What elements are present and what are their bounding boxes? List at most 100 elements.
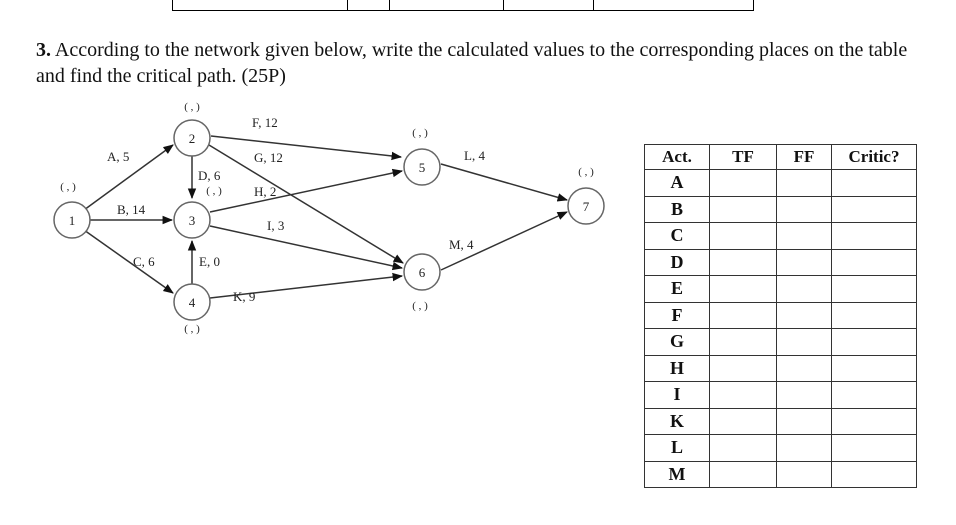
question-text: 3. According to the network given below,…	[36, 37, 916, 89]
activity-A-label: A, 5	[107, 149, 129, 164]
ff-cell[interactable]	[776, 275, 832, 303]
activity-cell: B	[644, 195, 710, 223]
activity-cell: F	[644, 301, 710, 329]
critic-cell[interactable]	[831, 407, 917, 435]
table-row: H	[644, 354, 917, 382]
table-row: C	[644, 222, 917, 250]
tf-cell[interactable]	[709, 275, 777, 303]
tf-cell[interactable]	[709, 195, 777, 223]
activity-cell: E	[644, 275, 710, 303]
ff-cell[interactable]	[776, 381, 832, 409]
header-tf: TF	[709, 144, 777, 170]
node-2-circle	[173, 119, 211, 157]
header-critic: Critic?	[831, 144, 917, 170]
node-1-circle	[53, 201, 91, 239]
node-3-label: 3	[189, 213, 196, 228]
table-row: D	[644, 248, 917, 276]
critic-cell[interactable]	[831, 301, 917, 329]
activity-C-label: C, 6	[133, 254, 155, 269]
tf-cell[interactable]	[709, 407, 777, 435]
node-3-circle	[173, 201, 211, 239]
node-2-label: 2	[189, 131, 196, 146]
node-6-label: 6	[419, 265, 426, 280]
tf-cell[interactable]	[709, 169, 777, 197]
ff-cell[interactable]	[776, 169, 832, 197]
activity-cell: H	[644, 354, 710, 382]
critic-cell[interactable]	[831, 248, 917, 276]
critic-cell[interactable]	[831, 328, 917, 356]
activity-M-label: M, 4	[449, 237, 474, 252]
tf-cell[interactable]	[709, 222, 777, 250]
edge-I	[209, 225, 404, 271]
ff-cell[interactable]	[776, 328, 832, 356]
edge-L	[440, 163, 569, 202]
activity-E-label: E, 0	[199, 254, 220, 269]
header-ff: FF	[776, 144, 832, 170]
ff-cell[interactable]	[776, 460, 832, 488]
critic-cell[interactable]	[831, 434, 917, 462]
node-5-circle	[403, 148, 441, 186]
tf-cell[interactable]	[709, 301, 777, 329]
critic-cell[interactable]	[831, 381, 917, 409]
tf-cell[interactable]	[709, 328, 777, 356]
table-row: L	[644, 434, 917, 462]
critic-cell[interactable]	[831, 275, 917, 303]
node-1-label: 1	[69, 213, 76, 228]
table-header-row: Act. TF FF Critic?	[644, 144, 917, 170]
node-7-circle	[567, 187, 605, 225]
activity-G-label: G, 12	[254, 150, 283, 165]
table-row: E	[644, 275, 917, 303]
ff-cell[interactable]	[776, 354, 832, 382]
critic-cell[interactable]	[831, 195, 917, 223]
node-4-circle	[173, 283, 211, 321]
activity-F-label: F, 12	[252, 115, 278, 130]
table-row: K	[644, 407, 917, 435]
node-4-placeholder: ( , )	[184, 323, 200, 335]
table-row: B	[644, 195, 917, 223]
ff-cell[interactable]	[776, 222, 832, 250]
activity-B-label: B, 14	[117, 202, 146, 217]
critic-cell[interactable]	[831, 460, 917, 488]
node-4-label: 4	[189, 295, 196, 310]
ff-cell[interactable]	[776, 248, 832, 276]
table-row: I	[644, 381, 917, 409]
ff-cell[interactable]	[776, 434, 832, 462]
tf-cell[interactable]	[709, 460, 777, 488]
header-act: Act.	[644, 144, 710, 170]
activity-cell: I	[644, 381, 710, 409]
ff-cell[interactable]	[776, 407, 832, 435]
activity-cell: A	[644, 169, 710, 197]
node-7-placeholder: ( , )	[578, 166, 594, 178]
activity-cell: C	[644, 222, 710, 250]
critic-cell[interactable]	[831, 354, 917, 382]
node-6-placeholder: ( , )	[412, 300, 428, 312]
edge-H	[209, 168, 404, 213]
activity-cell: M	[644, 460, 710, 488]
node-2-placeholder: ( , )	[184, 101, 200, 113]
node-1-placeholder: ( , )	[60, 181, 76, 193]
tf-cell[interactable]	[709, 434, 777, 462]
edge-A	[83, 144, 174, 211]
activity-cell: L	[644, 434, 710, 462]
ff-cell[interactable]	[776, 195, 832, 223]
critic-cell[interactable]	[831, 169, 917, 197]
tf-cell[interactable]	[709, 354, 777, 382]
edge-M	[440, 211, 568, 271]
activity-cell: K	[644, 407, 710, 435]
critic-cell[interactable]	[831, 222, 917, 250]
activity-L-label: L, 4	[464, 148, 485, 163]
activity-K-label: K, 9	[233, 289, 255, 304]
edge-G	[208, 144, 404, 264]
table-row: M	[644, 460, 917, 488]
tf-cell[interactable]	[709, 248, 777, 276]
node-6-circle	[403, 253, 441, 291]
node-7-label: 7	[583, 199, 590, 214]
table-row: G	[644, 328, 917, 356]
edge-C	[83, 229, 174, 294]
ff-cell[interactable]	[776, 301, 832, 329]
activity-network-diagram: 1 2 3 4 5 6 7 ( , ) ( , ) ( , ) ( , ) ( …	[53, 101, 605, 335]
tf-cell[interactable]	[709, 381, 777, 409]
activity-H-label: H, 2	[254, 184, 276, 199]
